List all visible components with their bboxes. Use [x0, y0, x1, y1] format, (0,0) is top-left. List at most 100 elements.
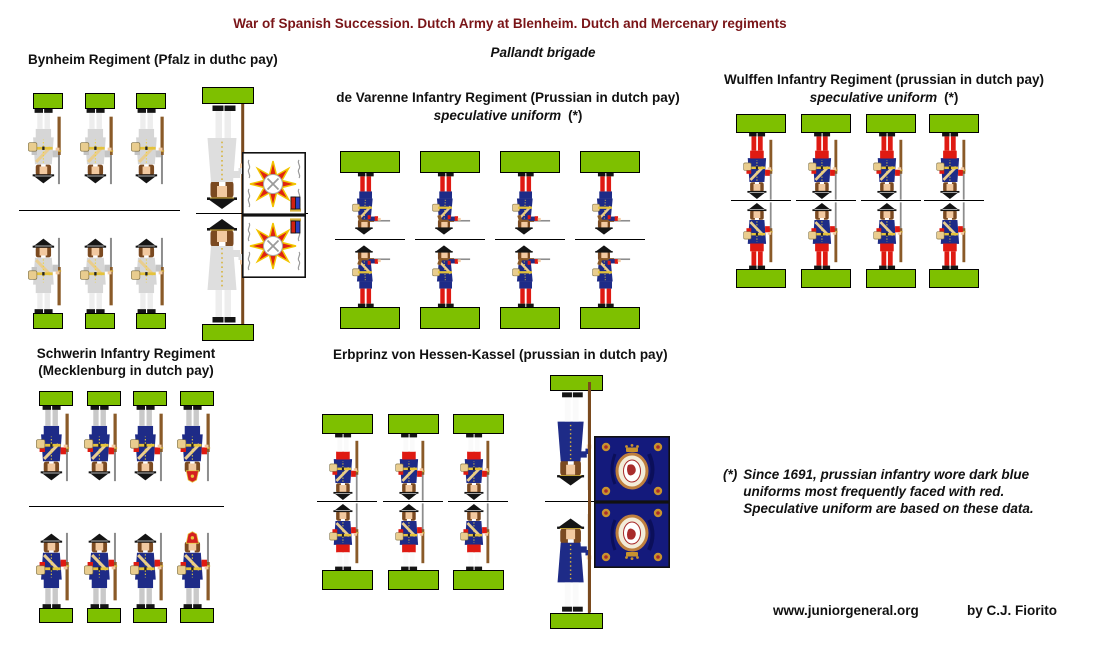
regiment-note: speculative uniform(*): [433, 108, 583, 123]
figure-base: [929, 114, 979, 133]
soldier-column: [317, 414, 377, 590]
fold-line: [77, 506, 131, 507]
website-text: www.juniorgeneral.org: [773, 603, 919, 618]
musketeer-figure: [452, 502, 504, 570]
footnote-mark: (*): [723, 467, 738, 482]
uniform-footnote: (*) Since 1691, prussian infantry wore d…: [723, 466, 1034, 517]
fold-line: [415, 239, 485, 240]
soldier-column: [415, 151, 485, 329]
figure-base: [801, 114, 851, 133]
figure-base: [85, 93, 115, 109]
fold-line: [731, 200, 791, 201]
figure-base: [580, 151, 640, 173]
figure-base: [549, 375, 603, 391]
soldier-column: [123, 391, 177, 623]
figure-base: [39, 391, 73, 406]
fold-line: [19, 210, 77, 211]
figure-base: [136, 93, 166, 109]
regiment-note: speculative uniform(*): [809, 90, 959, 105]
fold-line: [924, 200, 984, 201]
regiment-title: Wulffen Infantry Regiment (prussian in d…: [723, 72, 1045, 87]
figure-base: [33, 93, 63, 109]
figure-base: [387, 570, 439, 590]
soldier-column: [448, 414, 508, 590]
figure-base: [133, 608, 167, 623]
fold-line: [796, 200, 856, 201]
fold-line: [383, 501, 443, 502]
hessen-regimental-flag-bottom: [594, 502, 670, 568]
figure-base: [321, 414, 373, 434]
figure-base: [180, 608, 214, 623]
regiment-title-block: Schwerin Infantry Regiment (Mecklenburg …: [26, 346, 226, 379]
figure-base: [321, 570, 373, 590]
figure-base: [420, 307, 480, 329]
figure-base: [33, 313, 63, 329]
regiment-title: Bynheim Regiment (Pfalz in duthc pay): [28, 52, 278, 67]
regiment-title-block: Wulffen Infantry Regiment (prussian in d…: [709, 71, 1059, 107]
musketeer-figure: [321, 502, 373, 570]
figure-base: [736, 269, 786, 288]
soldier-column: [29, 391, 83, 623]
figure-base: [549, 613, 603, 629]
figure-base: [801, 269, 851, 288]
figure-base: [202, 87, 254, 104]
figure-base: [500, 151, 560, 173]
sheet-title: War of Spanish Succession. Dutch Army at…: [233, 16, 787, 31]
figure-base: [87, 608, 121, 623]
figure-base: [866, 269, 916, 288]
figure-base: [452, 414, 504, 434]
soldier-column: [924, 114, 984, 288]
hessen-regimental-flag-top: [594, 436, 670, 502]
figure-base: [340, 307, 400, 329]
musketeer-figure: [387, 502, 439, 570]
figure-base: [136, 313, 166, 329]
soldier-column: [122, 93, 180, 329]
flag-pole: [588, 382, 592, 612]
figure-base: [87, 391, 121, 406]
figure-base: [452, 570, 504, 590]
regiment-title-block: de Varenne Infantry Regiment (Prussian i…: [332, 89, 684, 125]
fold-line: [495, 239, 565, 240]
fold-line: [861, 200, 921, 201]
musketeer-figure-inverted: [452, 434, 504, 502]
musketeer-figure-inverted: [321, 434, 373, 502]
figure-base: [133, 391, 167, 406]
fold-line: [123, 506, 177, 507]
fold-line: [170, 506, 224, 507]
soldier-column: [861, 114, 921, 288]
figure-base: [866, 114, 916, 133]
figure-base: [420, 151, 480, 173]
fold-line: [448, 501, 508, 502]
regiment-title: Erbprinz von Hessen-Kassel (prussian in …: [333, 347, 668, 362]
figure-base: [202, 324, 254, 341]
soldier-column: [335, 151, 405, 329]
credit-text: by C.J. Fiorito: [967, 603, 1058, 618]
soldier-column: [77, 391, 131, 623]
figure-base: [85, 313, 115, 329]
footnote-text: Since 1691, prussian infantry wore dark …: [743, 467, 1034, 516]
soldier-column: [383, 414, 443, 590]
figure-base: [929, 269, 979, 288]
figure-base: [39, 608, 73, 623]
figure-base: [500, 307, 560, 329]
footnote-mark: (*): [568, 108, 583, 123]
soldier-column: [731, 114, 791, 288]
regiment-title-line2: (Mecklenburg in dutch pay): [38, 362, 214, 378]
figure-base: [340, 151, 400, 173]
soldier-column: [575, 151, 645, 329]
figure-base: [736, 114, 786, 133]
figure-base: [180, 391, 214, 406]
regiment-title: de Varenne Infantry Regiment (Prussian i…: [336, 90, 680, 105]
fold-line: [335, 239, 405, 240]
brigade-subtitle: Pallandt brigade: [490, 45, 596, 60]
fold-line: [575, 239, 645, 240]
soldier-column: [19, 93, 77, 329]
grenadier-column: [170, 391, 224, 623]
fold-line: [317, 501, 377, 502]
